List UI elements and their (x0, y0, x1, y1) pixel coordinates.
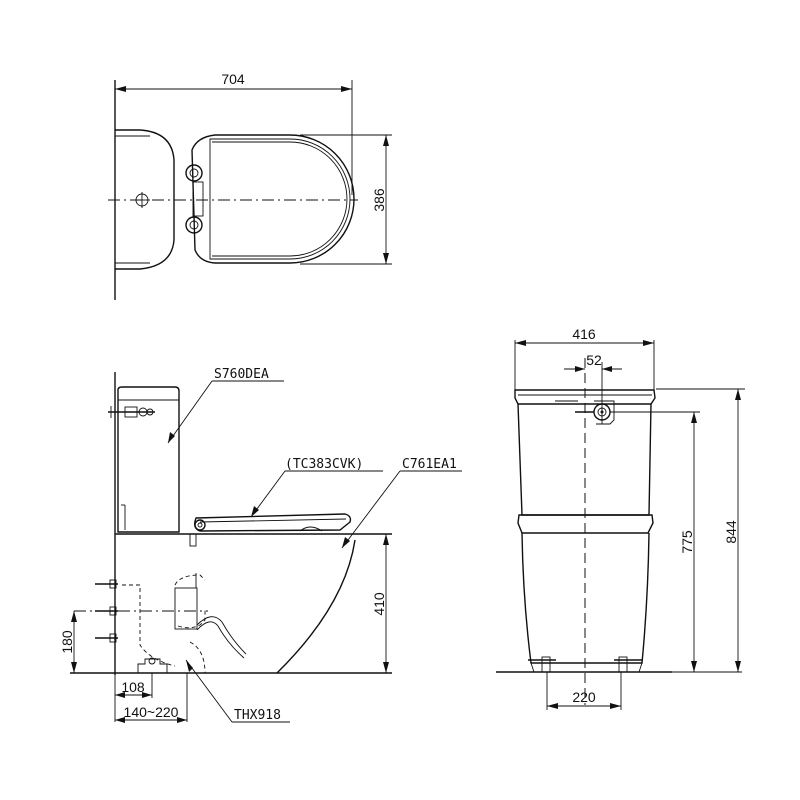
dim-width-704: 704 (221, 71, 245, 87)
dim-depth-386: 386 (371, 188, 387, 212)
top-view: 704 386 (108, 71, 392, 300)
dim-flange-108: 108 (121, 679, 145, 695)
dim-lever-offset-52: 52 (586, 352, 602, 368)
side-view: 410 180 108 140~220 S760DEA (TC383CVK) (59, 367, 462, 723)
front-view: 416 52 775 844 220 (496, 326, 745, 710)
label-tank-s760dea: S760DEA (214, 367, 269, 382)
dim-bowl-height-410: 410 (371, 592, 387, 616)
dim-rough-in: 140~220 (124, 704, 179, 720)
dim-front-width-416: 416 (572, 326, 596, 342)
dim-inlet-height-180: 180 (59, 630, 75, 654)
dim-lever-height-775: 775 (679, 530, 695, 554)
dim-total-height-844: 844 (723, 520, 739, 544)
label-bowl-c761ea1: C761EA1 (402, 457, 457, 472)
label-seat-tc383cvk: (TC383CVK) (285, 457, 363, 472)
dim-foot-spacing-220: 220 (572, 689, 596, 705)
label-fitting-thx918: THX918 (234, 708, 281, 723)
